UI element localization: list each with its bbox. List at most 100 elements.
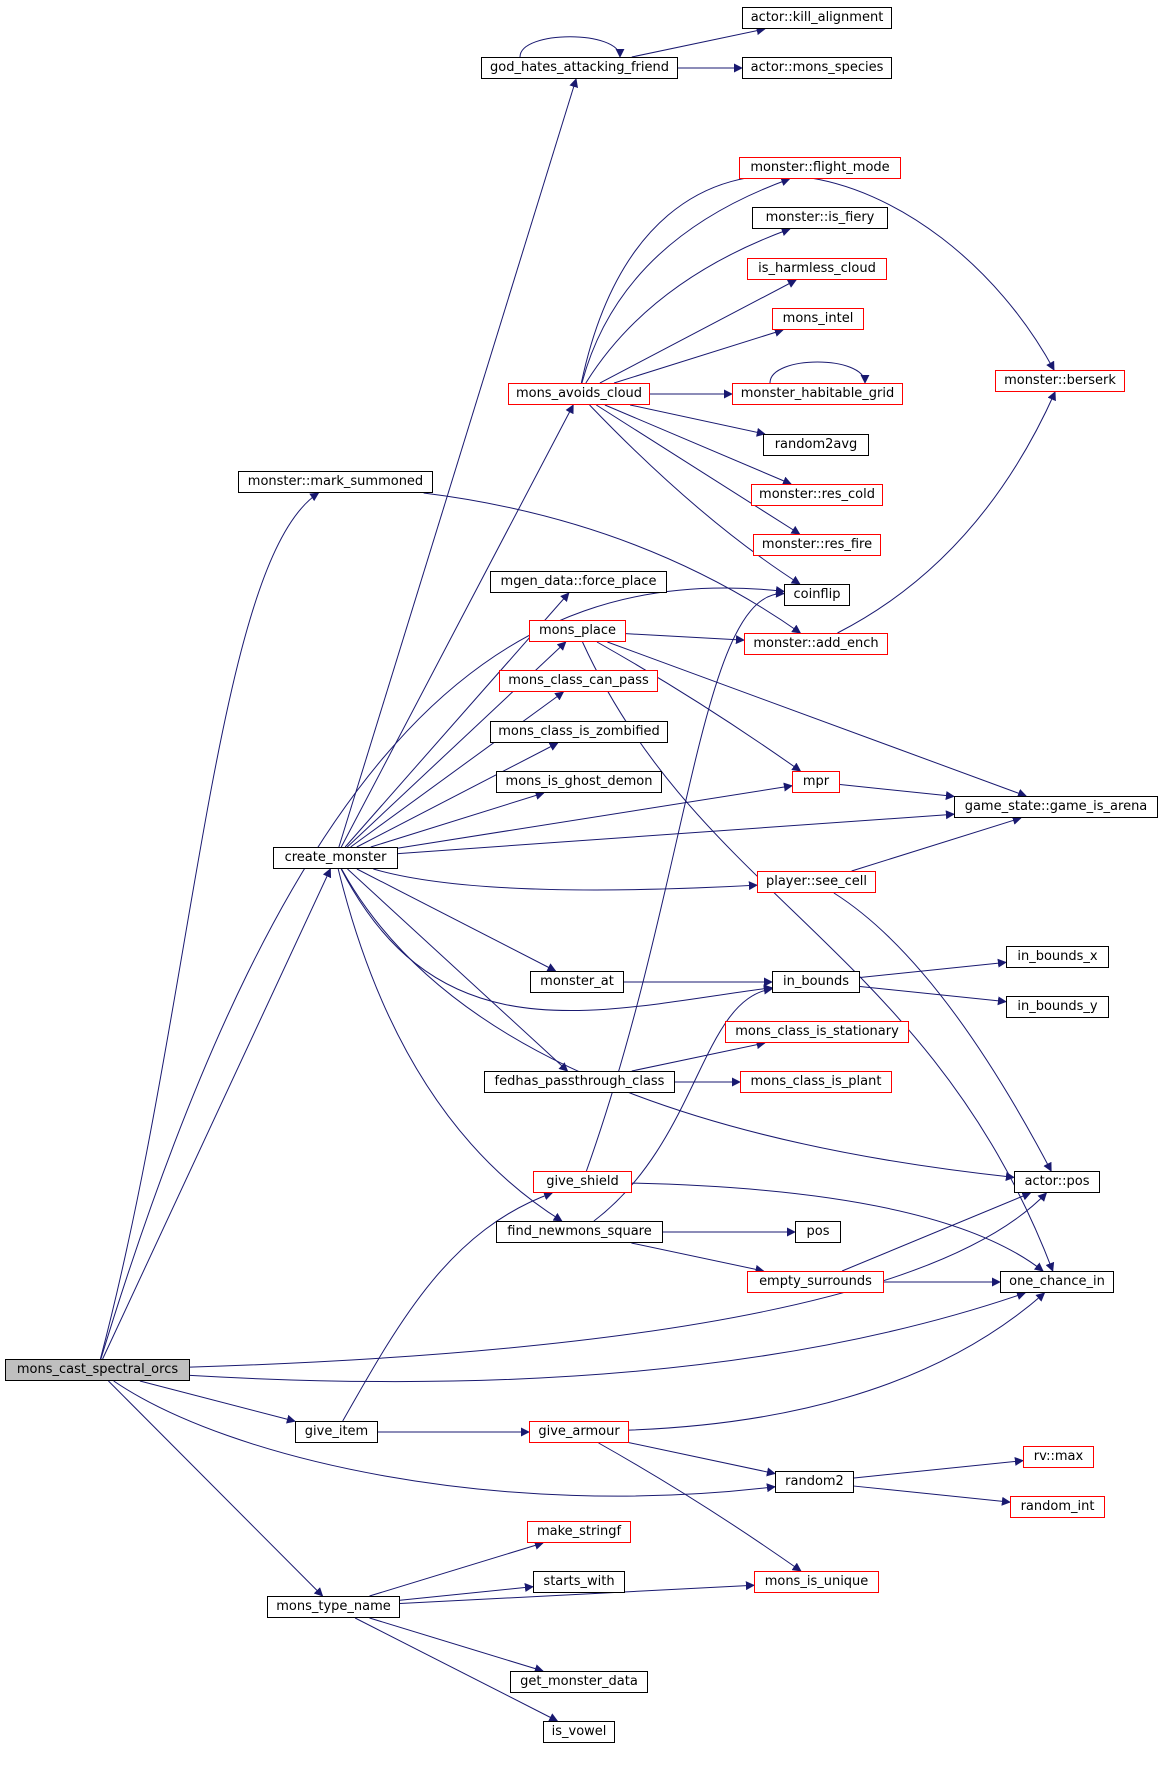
node-actor-pos[interactable]: actor::pos xyxy=(1014,1171,1100,1193)
node-mons-species[interactable]: actor::mons_species xyxy=(742,57,892,79)
edge-create-monster-to-is-zombified xyxy=(356,742,559,848)
edge-random2-to-random-int xyxy=(853,1485,1011,1506)
node-coinflip[interactable]: coinflip xyxy=(784,584,850,606)
node-flight-mode[interactable]: monster::flight_mode xyxy=(739,157,901,179)
edge-mons-type-name-to-get-monster-data xyxy=(369,1617,544,1673)
edge-create-monster-to-mpr xyxy=(397,782,793,849)
edge-mons-cast-spectral-orcs-to-random2 xyxy=(113,1380,776,1497)
edge-create-monster-to-class-can-pass xyxy=(350,691,565,848)
edge-mons-avoids-cloud-to-res-fire xyxy=(596,404,801,535)
node-see-cell[interactable]: player::see_cell xyxy=(757,871,876,893)
node-monster-at[interactable]: monster_at xyxy=(530,971,624,993)
edge-see-cell-to-game-is-arena xyxy=(851,816,1022,872)
node-berserk[interactable]: monster::berserk xyxy=(995,370,1125,392)
node-game-is-arena[interactable]: game_state::game_is_arena xyxy=(954,796,1158,818)
node-is-plant[interactable]: mons_class_is_plant xyxy=(740,1071,892,1093)
edge-create-monster-to-mons-avoids-cloud xyxy=(340,404,574,848)
edge-mons-avoids-cloud-to-mons-intel xyxy=(613,328,784,384)
edge-mons-place-to-mpr xyxy=(596,641,802,772)
edge-mons-avoids-cloud-to-is-harmless-cloud xyxy=(599,279,797,384)
edge-habitable-grid-to-habitable-grid xyxy=(769,361,870,384)
node-res-cold[interactable]: monster::res_cold xyxy=(751,484,883,506)
edge-mons-cast-spectral-orcs-to-mons-type-name xyxy=(108,1380,324,1597)
node-find-newmons[interactable]: find_newmons_square xyxy=(496,1221,663,1243)
node-is-zombified[interactable]: mons_class_is_zombified xyxy=(490,721,668,743)
node-give-armour[interactable]: give_armour xyxy=(529,1421,629,1443)
node-random2avg[interactable]: random2avg xyxy=(763,434,869,456)
edge-mons-type-name-to-starts-with xyxy=(399,1583,534,1601)
edge-give-shield-to-one-chance-in xyxy=(631,1182,1044,1272)
edge-give-item-to-give-shield xyxy=(342,1191,553,1422)
edge-create-monster-to-game-is-arena xyxy=(397,810,955,855)
node-is-fiery[interactable]: monster::is_fiery xyxy=(752,207,888,229)
node-kill-alignment[interactable]: actor::kill_alignment xyxy=(742,7,892,29)
edge-mons-cast-spectral-orcs-to-mark-summoned xyxy=(99,492,320,1360)
edge-mons-cast-spectral-orcs-to-give-item xyxy=(139,1380,296,1424)
edge-empty-surrounds-to-actor-pos xyxy=(841,1191,1032,1272)
node-force-place[interactable]: mgen_data::force_place xyxy=(490,571,667,593)
node-give-item[interactable]: give_item xyxy=(295,1421,378,1443)
edge-god-hates-to-god-hates xyxy=(519,36,625,58)
edge-create-monster-to-monster-at xyxy=(356,868,557,972)
edge-see-cell-to-actor-pos xyxy=(833,892,1052,1172)
edge-mpr-to-game-is-arena xyxy=(839,784,955,801)
node-mpr[interactable]: mpr xyxy=(792,771,840,793)
edge-give-shield-to-coinflip xyxy=(585,588,785,1172)
node-mons-avoids-cloud[interactable]: mons_avoids_cloud xyxy=(508,383,650,405)
edge-random2-to-rv-max xyxy=(853,1456,1024,1479)
node-is-stationary[interactable]: mons_class_is_stationary xyxy=(725,1021,909,1043)
edge-create-monster-to-ghost-demon xyxy=(370,791,545,848)
node-empty-surrounds[interactable]: empty_surrounds xyxy=(747,1271,884,1293)
edge-create-monster-to-god-hates xyxy=(338,78,579,848)
edge-add-ench-to-berserk xyxy=(837,391,1056,634)
node-mons-place[interactable]: mons_place xyxy=(529,620,626,642)
node-mons-intel[interactable]: mons_intel xyxy=(772,308,864,330)
edge-create-monster-to-find-newmons xyxy=(337,868,563,1222)
node-mark-summoned[interactable]: monster::mark_summoned xyxy=(238,471,433,493)
node-is-vowel[interactable]: is_vowel xyxy=(543,1721,615,1743)
edge-mons-avoids-cloud-to-coinflip xyxy=(589,404,801,585)
node-in-bounds-y[interactable]: in_bounds_y xyxy=(1006,996,1109,1018)
edge-mons-type-name-to-is-vowel xyxy=(354,1617,559,1722)
node-add-ench[interactable]: monster::add_ench xyxy=(744,633,888,655)
node-res-fire[interactable]: monster::res_fire xyxy=(753,534,881,556)
node-rv-max[interactable]: rv::max xyxy=(1023,1446,1094,1468)
edge-mons-avoids-cloud-to-random2avg xyxy=(630,404,766,437)
node-pos[interactable]: pos xyxy=(795,1221,841,1243)
edge-find-newmons-to-empty-surrounds xyxy=(631,1242,765,1274)
node-random2[interactable]: random2 xyxy=(775,1471,854,1493)
edge-mons-place-to-add-ench xyxy=(625,633,745,645)
node-one-chance-in[interactable]: one_chance_in xyxy=(1000,1271,1114,1293)
node-mons-is-unique[interactable]: mons_is_unique xyxy=(754,1571,879,1593)
edge-mark-summoned-to-add-ench xyxy=(423,492,802,634)
edge-mons-type-name-to-make-stringf xyxy=(369,1541,544,1597)
node-give-shield[interactable]: give_shield xyxy=(533,1171,632,1193)
node-in-bounds-x[interactable]: in_bounds_x xyxy=(1006,946,1109,968)
edge-create-monster-to-fedhas xyxy=(347,868,569,1072)
node-habitable-grid[interactable]: monster_habitable_grid xyxy=(732,383,903,405)
node-mons-type-name[interactable]: mons_type_name xyxy=(267,1596,400,1618)
edge-fedhas-to-is-stationary xyxy=(631,1040,766,1072)
node-starts-with[interactable]: starts_with xyxy=(533,1571,625,1593)
edge-mons-place-to-game-is-arena xyxy=(607,641,1027,798)
node-create-monster[interactable]: create_monster xyxy=(273,847,398,869)
edge-mons-cast-spectral-orcs-to-create-monster xyxy=(102,868,332,1360)
node-class-can-pass[interactable]: mons_class_can_pass xyxy=(499,670,658,692)
edge-mons-type-name-to-mons-is-unique xyxy=(399,1581,755,1605)
node-ghost-demon[interactable]: mons_is_ghost_demon xyxy=(496,771,662,793)
edge-mons-avoids-cloud-to-is-fiery xyxy=(585,227,791,384)
edge-mons-cast-spectral-orcs-to-actor-pos xyxy=(189,1192,1048,1368)
edge-in-bounds-to-in-bounds-x xyxy=(859,958,1007,978)
node-in-bounds[interactable]: in_bounds xyxy=(772,971,860,993)
node-god-hates[interactable]: god_hates_attacking_friend xyxy=(481,57,678,79)
node-make-stringf[interactable]: make_stringf xyxy=(527,1521,631,1543)
node-get-monster-data[interactable]: get_monster_data xyxy=(510,1671,648,1693)
edge-create-monster-to-actor-pos xyxy=(341,868,1015,1181)
edge-mons-avoids-cloud-to-res-cold xyxy=(604,404,792,485)
edge-give-armour-to-mons-is-unique xyxy=(598,1442,802,1572)
node-fedhas[interactable]: fedhas_passthrough_class xyxy=(484,1071,675,1093)
node-random-int[interactable]: random_int xyxy=(1010,1496,1105,1518)
node-is-harmless-cloud[interactable]: is_harmless_cloud xyxy=(747,258,887,280)
